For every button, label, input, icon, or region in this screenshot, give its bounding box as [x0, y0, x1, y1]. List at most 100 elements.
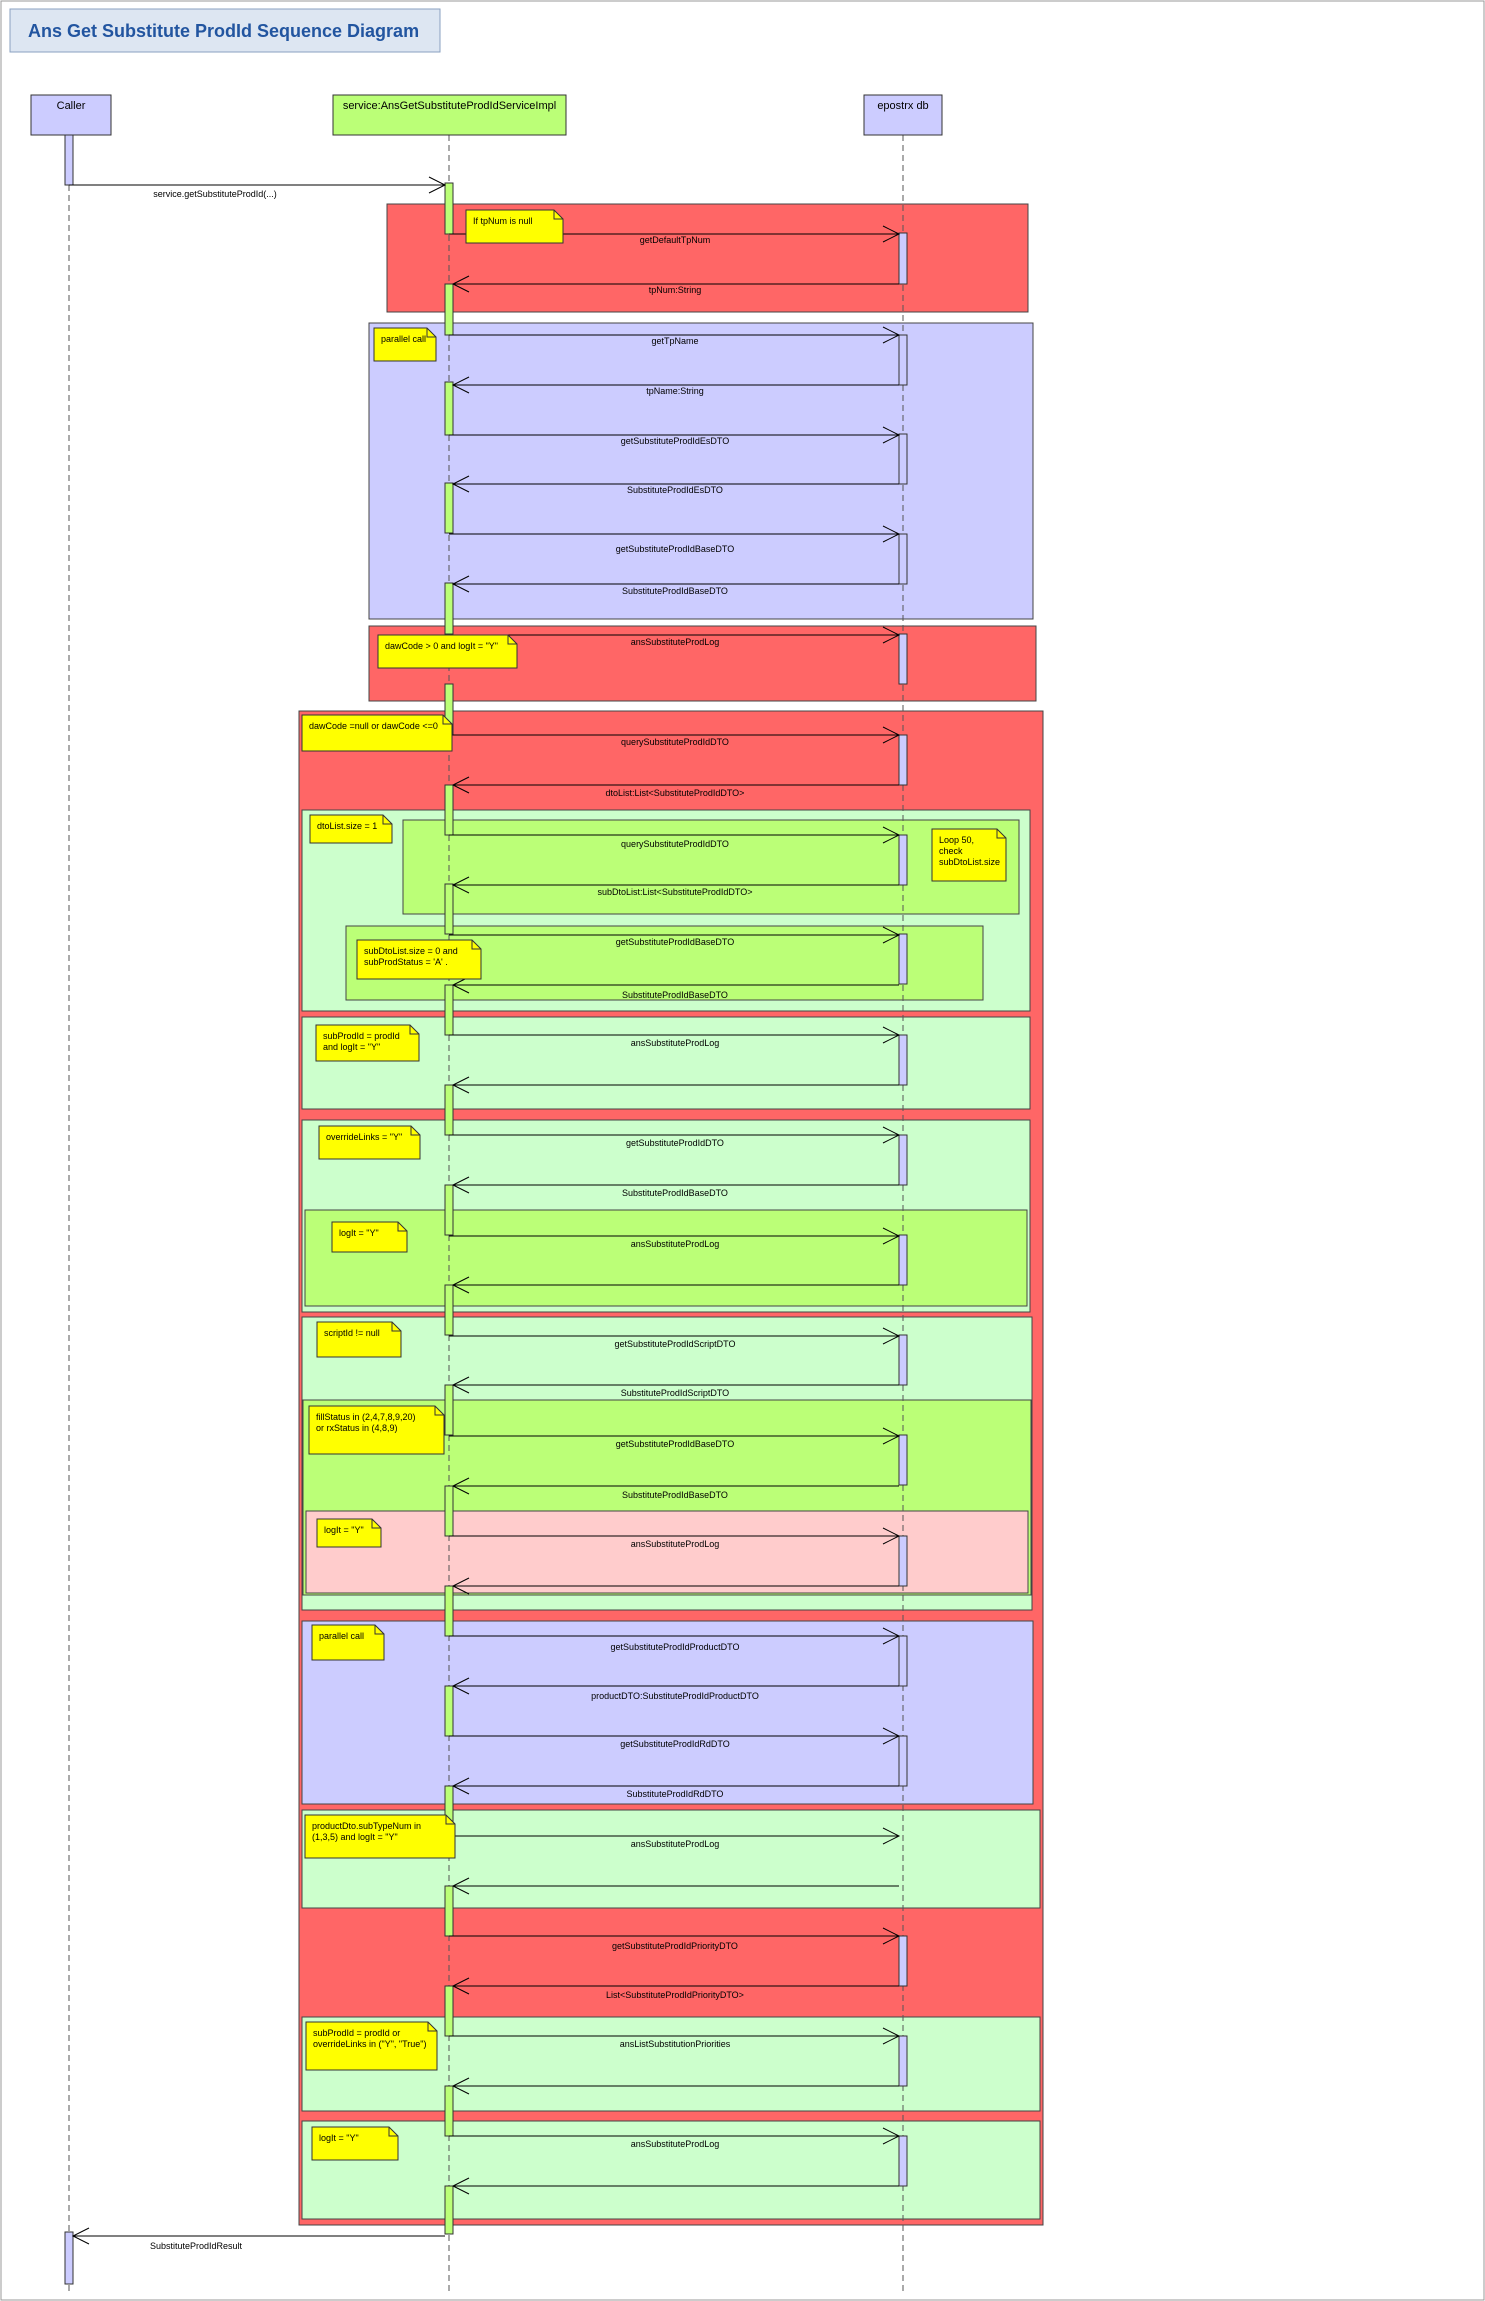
note-fold — [996, 829, 1006, 839]
note-box — [318, 1125, 421, 1160]
message-label: SubstituteProdIdBaseDTO — [622, 1490, 728, 1500]
activation-bar — [444, 1084, 454, 1136]
activation-bar — [898, 334, 908, 386]
note-fold — [442, 715, 452, 725]
participant-label-service: service:AnsGetSubstituteProdIdServiceImp… — [343, 100, 556, 112]
activation-bar — [444, 582, 454, 635]
fragment-frame — [402, 819, 1020, 915]
fragment-frame — [304, 1209, 1028, 1307]
activation-bar — [444, 1384, 454, 1436]
note-fold — [427, 2022, 437, 2032]
activation-bar — [444, 381, 454, 436]
note-box — [311, 1624, 385, 1661]
activation-bar — [444, 1885, 454, 1937]
activation-bar — [898, 1735, 908, 1787]
note-box — [304, 1814, 456, 1859]
activation-bar — [898, 1434, 908, 1486]
participant-label-caller: Caller — [57, 100, 86, 112]
message-label: SubstituteProdIdBaseDTO — [622, 990, 728, 1000]
participant-db — [863, 94, 943, 136]
note-fold — [397, 1222, 407, 1232]
note-fold — [374, 1625, 384, 1635]
message-label: getTpName — [651, 336, 698, 346]
activation-bar — [444, 1485, 454, 1537]
note-fold — [388, 2127, 398, 2137]
activation-bar — [444, 2085, 454, 2137]
activation-bar — [898, 433, 908, 485]
note-text: or rxStatus in (4,8,9) — [316, 1423, 398, 1433]
note-box — [308, 1405, 445, 1455]
activation-bar — [898, 633, 908, 685]
participant-service — [332, 94, 567, 136]
note-text: If tpNum is null — [473, 216, 533, 226]
message-label: querySubstituteProdIdDTO — [621, 737, 729, 747]
activation-bar — [898, 1034, 908, 1086]
activation-bar — [898, 834, 908, 886]
message-label: ansListSubstitutionPriorities — [620, 2039, 731, 2049]
note-text: subProdId = prodId — [323, 1031, 400, 1041]
fragment-frame — [301, 1016, 1031, 1110]
note-fold — [434, 1406, 444, 1416]
message-label: SubstituteProdIdBaseDTO — [622, 586, 728, 596]
message-label: tpName:String — [646, 386, 704, 396]
note-text: fillStatus in (2,4,7,8,9,20) — [316, 1412, 416, 1422]
activation-bar — [898, 232, 908, 285]
note-text: (1,3,5) and logIt = "Y" — [312, 1832, 398, 1842]
activation-bar — [444, 1585, 454, 1637]
note-fold — [553, 210, 563, 220]
message-label: getSubstituteProdIdDTO — [626, 1138, 724, 1148]
note-box — [931, 828, 1007, 882]
fragment-frame — [305, 1510, 1029, 1594]
note-box — [377, 634, 518, 669]
activation-bar — [444, 984, 454, 1036]
note-text: subDtoList.size — [939, 857, 1000, 867]
note-text: subDtoList.size = 0 and — [364, 946, 458, 956]
message-label: dtoList:List<SubstituteProdIdDTO> — [606, 788, 745, 798]
note-text: subProdStatus = 'A' . — [364, 957, 448, 967]
activation-bar — [444, 482, 454, 534]
message-label: getSubstituteProdIdRdDTO — [620, 1739, 729, 1749]
message-label: getDefaultTpNum — [640, 235, 711, 245]
note-text: check — [939, 846, 963, 856]
message-label: getSubstituteProdIdPriorityDTO — [612, 1941, 738, 1951]
activation-bar — [64, 2231, 74, 2285]
message-label: getSubstituteProdIdProductDTO — [611, 1642, 740, 1652]
title-box — [9, 8, 441, 53]
message-label: List<SubstituteProdIdPriorityDTO> — [606, 1990, 744, 2000]
note-fold — [371, 1519, 381, 1529]
activation-bar — [444, 784, 454, 836]
note-text: logIt = "Y" — [319, 2133, 359, 2143]
activation-bar — [898, 1635, 908, 1687]
activation-bar — [444, 1184, 454, 1236]
note-box — [301, 714, 453, 752]
message-label: ansSubstituteProdLog — [631, 637, 720, 647]
message-label: SubstituteProdIdResult — [150, 2241, 243, 2251]
activation-bar — [898, 1334, 908, 1386]
activation-bar — [898, 734, 908, 786]
message-label: ansSubstituteProdLog — [631, 1539, 720, 1549]
message-label: ansSubstituteProdLog — [631, 1038, 720, 1048]
note-fold — [445, 1815, 455, 1825]
note-fold — [410, 1126, 420, 1136]
message-label: getSubstituteProdIdBaseDTO — [616, 1439, 734, 1449]
fragment-frame — [301, 1620, 1034, 1805]
activation-bar — [444, 1284, 454, 1336]
note-box — [315, 1024, 420, 1062]
note-text: dawCode =null or dawCode <=0 — [309, 721, 438, 731]
activation-bar — [898, 933, 908, 985]
message-label: ansSubstituteProdLog — [631, 2139, 720, 2149]
message-label: SubstituteProdIdBaseDTO — [622, 1188, 728, 1198]
fragment-frame — [368, 322, 1034, 620]
note-text: productDto.subTypeNum in — [312, 1821, 421, 1831]
activation-bar — [444, 182, 454, 235]
message-label: ansSubstituteProdLog — [631, 1839, 720, 1849]
note-box — [311, 2126, 399, 2161]
message-label: subDtoList:List<SubstituteProdIdDTO> — [598, 887, 753, 897]
note-text: dtoList.size = 1 — [317, 821, 377, 831]
activation-bar — [898, 533, 908, 585]
message-label: ansSubstituteProdLog — [631, 1239, 720, 1249]
note-box — [373, 327, 437, 362]
note-box — [316, 1518, 382, 1548]
note-fold — [507, 635, 517, 645]
